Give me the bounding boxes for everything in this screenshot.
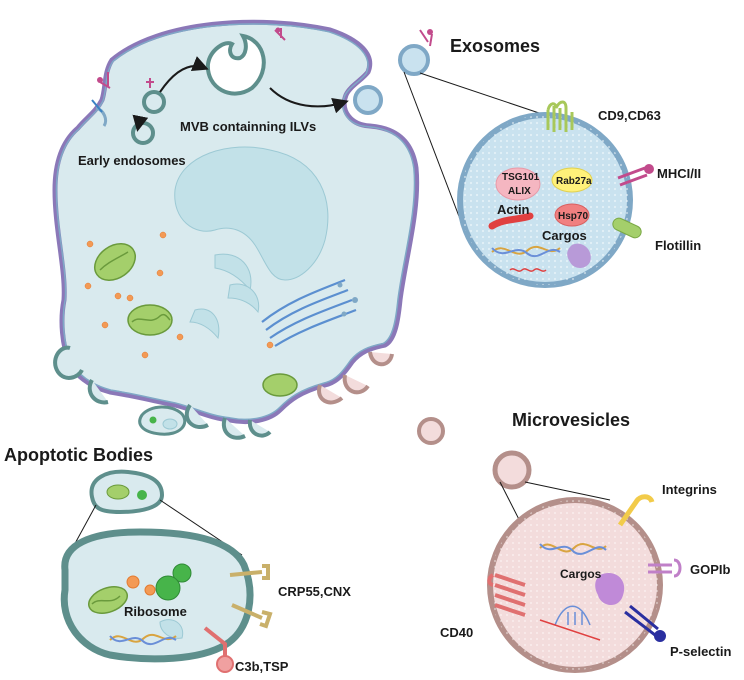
gpib-protein xyxy=(648,558,682,578)
early-endosomes-label: Early endosomes xyxy=(78,153,186,168)
arrow-to-mvb xyxy=(159,56,209,93)
zoom-line xyxy=(524,481,611,501)
rab27a xyxy=(551,167,593,193)
cd40-protein xyxy=(487,573,526,617)
exosome-free xyxy=(398,44,430,76)
mhc-receptor xyxy=(617,166,648,187)
pselectin-protein xyxy=(624,604,659,637)
crp55-cnx-receptor xyxy=(229,564,273,629)
c3b-tsp-receptor xyxy=(203,626,227,660)
mhc-label: MHCI/II xyxy=(657,166,701,181)
exosomes-title: Exosomes xyxy=(450,36,540,56)
flotillin-protein xyxy=(612,217,642,239)
integrins-label: Integrins xyxy=(662,482,717,497)
er-crescent xyxy=(189,308,220,340)
actin-label: Actin xyxy=(497,202,530,217)
golgi-vesicle xyxy=(352,297,358,303)
microvesicle-medium xyxy=(492,450,532,490)
crp55-label: CRP55,CNX xyxy=(278,584,351,599)
cargos-exo-label: Cargos xyxy=(542,228,587,243)
arrow-to-exocytosis xyxy=(269,87,349,114)
golgi-vesicle xyxy=(337,282,343,288)
mitochondrion xyxy=(262,373,298,397)
ribosome-label: Ribosome xyxy=(124,604,187,619)
zoom-line xyxy=(419,72,549,117)
microvesicle-blebs xyxy=(317,351,394,405)
membrane-blebs xyxy=(53,345,272,440)
cargos-mv-label: Cargos xyxy=(560,567,602,581)
pselectin-head xyxy=(654,630,666,642)
integrin-protein xyxy=(617,494,655,527)
microvesicle-zoom xyxy=(487,494,682,673)
apoptotic-small xyxy=(138,405,187,436)
actin xyxy=(488,212,534,230)
nucleus xyxy=(174,146,329,281)
cd9-cd63-label: CD9,CD63 xyxy=(598,108,661,123)
hsp70-label: Hsp70 xyxy=(558,211,588,222)
gpib-label: GOPIb xyxy=(690,562,731,577)
endocytic-pit xyxy=(95,106,108,127)
alix-label: ALIX xyxy=(508,186,531,197)
er-crescent xyxy=(227,283,260,314)
rna xyxy=(509,268,547,272)
pselectin-label: P-selectin xyxy=(670,644,731,659)
arrow-endosome xyxy=(132,114,149,132)
protein-cargo xyxy=(567,243,591,268)
golgi-apparatus xyxy=(261,278,357,347)
apoptotic-title: Apoptotic Bodies xyxy=(4,445,153,465)
mvb xyxy=(205,33,266,96)
cd40-label: CD40 xyxy=(440,625,473,640)
apoptotic-zoom xyxy=(60,528,273,673)
cd9-cd63-protein xyxy=(546,100,574,132)
flotillin-label: Flotillin xyxy=(655,238,701,253)
rna-strand xyxy=(539,619,601,641)
zoom-line xyxy=(403,71,469,241)
rab27a-label: Rab27a xyxy=(556,176,592,187)
receptor-icons xyxy=(91,27,433,113)
protein-cargo xyxy=(595,572,625,606)
exosome-release xyxy=(353,85,383,115)
mvb-label: MVB containning ILVs xyxy=(180,119,316,134)
tsg101-label: TSG101 xyxy=(502,172,540,183)
c3b-label: C3b,TSP xyxy=(235,659,289,674)
golgi-vesicle xyxy=(341,311,347,317)
dna-helix xyxy=(491,245,561,257)
hsp70 xyxy=(554,203,590,227)
microvesicles-title: Microvesicles xyxy=(512,410,630,430)
apoptotic-medium xyxy=(89,469,165,515)
dna-helix xyxy=(539,543,607,555)
exosome-zoom xyxy=(457,100,654,288)
microvesicle-small xyxy=(417,417,445,445)
tsg101-alix xyxy=(495,167,541,201)
rna xyxy=(554,605,591,626)
granules xyxy=(84,231,274,359)
cell-membrane-inner xyxy=(55,23,416,421)
